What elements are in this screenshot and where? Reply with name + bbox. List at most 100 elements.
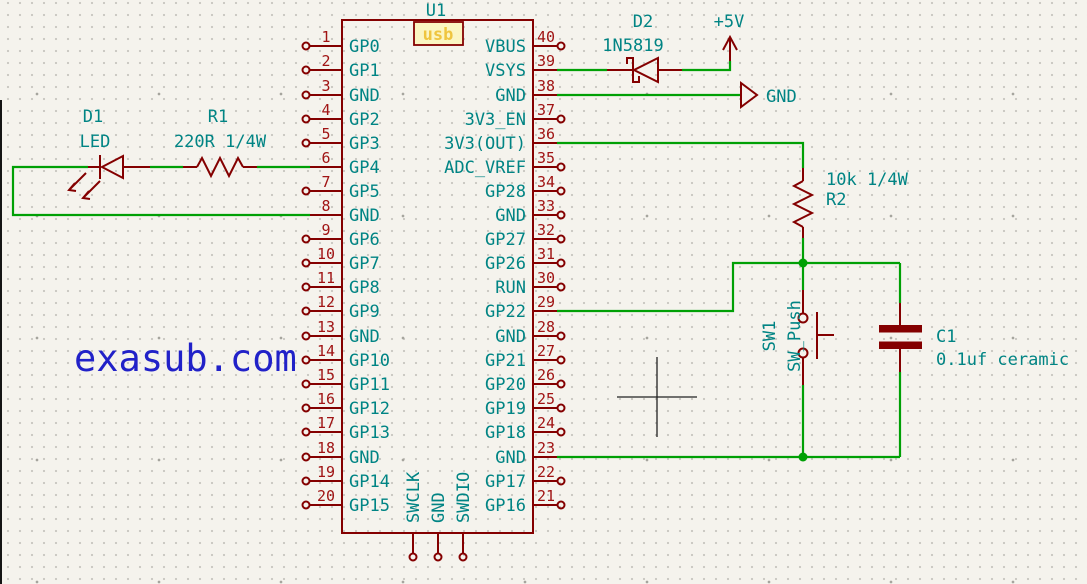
svg-text:27: 27 bbox=[537, 342, 555, 360]
wires[interactable] bbox=[11, 61, 902, 462]
svg-text:30: 30 bbox=[537, 269, 555, 287]
power-flag-5v[interactable]: +5V bbox=[714, 12, 745, 61]
wire-gp22-node[interactable] bbox=[557, 261, 900, 313]
svg-text:GP6: GP6 bbox=[349, 230, 380, 250]
u1-usb-field-box[interactable] bbox=[413, 21, 464, 46]
svg-text:25: 25 bbox=[537, 390, 555, 408]
sw1-contact-top bbox=[797, 312, 809, 324]
component-d1[interactable]: D1 LED bbox=[67, 107, 150, 200]
svg-text:GP9: GP9 bbox=[349, 302, 380, 322]
svg-text:20: 20 bbox=[317, 487, 335, 505]
component-r2[interactable]: 10k 1/4W R2 bbox=[791, 168, 909, 238]
component-sw1[interactable]: SW1 SW_Push bbox=[760, 290, 834, 385]
svg-text:40: 40 bbox=[537, 28, 555, 46]
u1-pin-36[interactable]: 36 3V3(OUT) bbox=[444, 125, 557, 154]
u1-pin-bottom-gnd[interactable]: GND bbox=[429, 492, 449, 562]
svg-text:3V3(OUT): 3V3(OUT) bbox=[444, 134, 526, 154]
d2-reference[interactable]: D2 bbox=[633, 12, 653, 32]
gnd-label[interactable]: GND bbox=[766, 87, 797, 107]
u1-usb-field[interactable]: usb bbox=[423, 25, 454, 45]
d1-value[interactable]: LED bbox=[80, 132, 111, 152]
junction-top[interactable] bbox=[798, 258, 808, 268]
svg-text:GND: GND bbox=[495, 327, 526, 347]
plus5v-label[interactable]: +5V bbox=[714, 12, 745, 32]
svg-text:GP7: GP7 bbox=[349, 254, 380, 274]
r2-reference[interactable]: R2 bbox=[826, 190, 846, 210]
svg-text:GND: GND bbox=[349, 206, 380, 226]
u1-pin-bottom-swdio[interactable]: SWDIO bbox=[454, 472, 474, 562]
watermark-text[interactable]: exasub.com bbox=[74, 337, 297, 380]
sw1-value[interactable]: SW_Push bbox=[785, 300, 805, 372]
svg-text:36: 36 bbox=[537, 125, 555, 143]
component-r1[interactable]: R1 220R 1/4W bbox=[174, 107, 267, 179]
wire-3v3-r2[interactable] bbox=[557, 141, 805, 168]
wire-d2-5v[interactable] bbox=[682, 61, 732, 72]
svg-text:29: 29 bbox=[537, 293, 555, 311]
u1-reference[interactable]: U1 bbox=[426, 1, 446, 21]
d1-reference[interactable]: D1 bbox=[83, 107, 103, 127]
svg-text:GND: GND bbox=[495, 448, 526, 468]
r1-value[interactable]: 220R 1/4W bbox=[174, 132, 267, 152]
svg-text:VBUS: VBUS bbox=[485, 37, 526, 57]
sw1-contact-bottom bbox=[797, 347, 809, 359]
d2-value[interactable]: 1N5819 bbox=[602, 36, 663, 56]
sw1-reference[interactable]: SW1 bbox=[760, 321, 780, 352]
svg-text:GP13: GP13 bbox=[349, 423, 390, 443]
svg-text:GP5: GP5 bbox=[349, 182, 380, 202]
wire-led-loop[interactable] bbox=[11, 165, 310, 217]
component-c1[interactable]: C1 0.1uf ceramic bbox=[879, 303, 1069, 372]
u1-pin-bottom-swclk[interactable]: SWCLK bbox=[404, 471, 424, 562]
svg-text:GP28: GP28 bbox=[485, 182, 526, 202]
c1-value[interactable]: 0.1uf ceramic bbox=[936, 350, 1069, 370]
component-d2[interactable]: D2 1N5819 bbox=[602, 12, 682, 84]
r1-reference[interactable]: R1 bbox=[208, 107, 228, 127]
junction-bottom[interactable] bbox=[798, 452, 808, 462]
r2-value[interactable]: 10k 1/4W bbox=[826, 170, 909, 190]
power-flag-gnd[interactable]: GND bbox=[740, 81, 797, 109]
c1-reference[interactable]: C1 bbox=[936, 327, 956, 347]
svg-text:3V3_EN: 3V3_EN bbox=[465, 110, 526, 130]
